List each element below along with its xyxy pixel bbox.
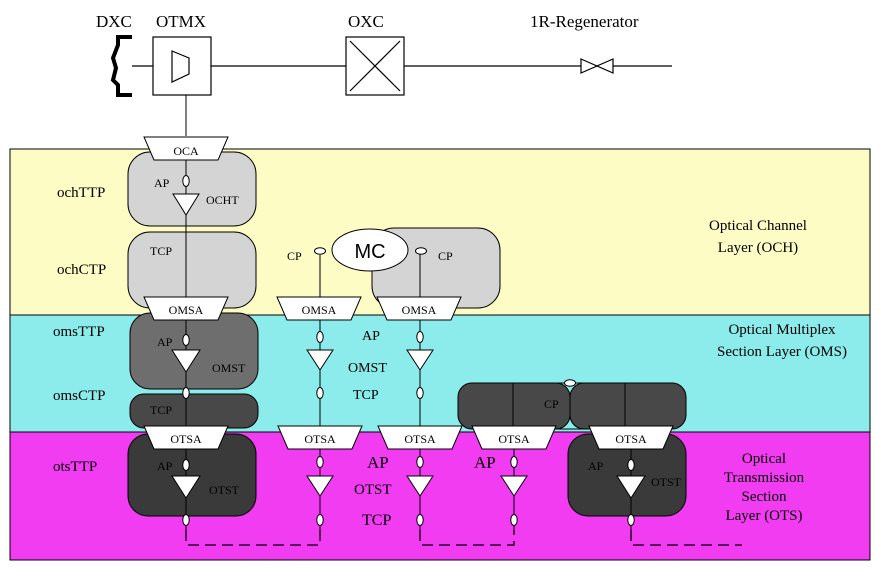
connection-point-marker bbox=[182, 514, 190, 526]
access-point-marker bbox=[182, 459, 190, 471]
otsa-function: OTSA bbox=[277, 425, 363, 450]
ots-layer-name: Layer (OTS) bbox=[725, 508, 802, 524]
tcp-label: TCP bbox=[150, 244, 172, 258]
connection-point-marker bbox=[564, 379, 576, 387]
otst-label: OTST bbox=[354, 482, 392, 498]
otst-label: OTST bbox=[209, 483, 240, 497]
ap-label: AP bbox=[474, 453, 496, 472]
ap-label: AP bbox=[157, 335, 173, 349]
dxc-label: DXC bbox=[96, 12, 132, 31]
svg-text:OCA: OCA bbox=[173, 144, 199, 158]
cp-label: CP bbox=[287, 249, 302, 263]
access-point-marker bbox=[416, 331, 424, 343]
svg-text:OMSA: OMSA bbox=[402, 303, 437, 317]
regenerator-label: 1R-Regenerator bbox=[530, 12, 639, 31]
otst-function bbox=[306, 475, 334, 497]
mc-label: MC bbox=[354, 241, 385, 263]
otst-label: OTST bbox=[651, 475, 682, 489]
ocht-function bbox=[172, 193, 200, 216]
svg-text:OTSA: OTSA bbox=[304, 432, 336, 446]
cross-icon bbox=[349, 40, 401, 92]
oms-cp-box-right bbox=[569, 382, 687, 430]
connection-point-marker bbox=[182, 387, 190, 399]
access-point-marker bbox=[510, 456, 518, 468]
svg-text:OMSA: OMSA bbox=[302, 303, 337, 317]
omst-label: OMST bbox=[348, 361, 387, 376]
access-point-marker bbox=[182, 334, 190, 346]
otsa-function: OTSA bbox=[143, 425, 229, 450]
omsa-function: OMSA bbox=[376, 296, 462, 321]
och-ctp-label: ochCTP bbox=[57, 262, 106, 278]
fibre-link-dashed bbox=[185, 530, 321, 546]
otst-function bbox=[616, 475, 646, 499]
omst-function bbox=[171, 349, 201, 373]
ap-label: AP bbox=[367, 453, 389, 472]
regenerator-symbol bbox=[580, 58, 614, 74]
cp-label: CP bbox=[438, 249, 453, 263]
mux-icon bbox=[171, 50, 190, 83]
omsa-function: OMSA bbox=[143, 296, 229, 321]
access-point-marker bbox=[416, 456, 424, 468]
ots-layer-name: Section bbox=[742, 489, 787, 505]
otsa-function: OTSA bbox=[588, 425, 674, 450]
oms-layer-name: Section Layer (OMS) bbox=[717, 344, 847, 360]
oxc-label: OXC bbox=[348, 12, 384, 31]
svg-text:OTSA: OTSA bbox=[170, 432, 202, 446]
ap-label: AP bbox=[362, 329, 380, 344]
tcp-label: TCP bbox=[353, 388, 379, 403]
tcp-label: TCP bbox=[150, 403, 172, 417]
svg-text:OTSA: OTSA bbox=[615, 432, 647, 446]
dxc-symbol bbox=[110, 35, 132, 97]
matrix-connection-oval bbox=[331, 228, 409, 272]
och-layer-name: Optical Channel bbox=[709, 218, 807, 234]
connection-point-marker bbox=[416, 387, 424, 399]
ots-layer-name: Optical bbox=[742, 451, 786, 467]
oms-ctp-label: omsCTP bbox=[53, 388, 106, 404]
oms-ttp-label: omsTTP bbox=[53, 324, 105, 340]
och-layer-name: Layer (OCH) bbox=[718, 240, 798, 256]
access-point-marker bbox=[182, 175, 190, 187]
och-ttp-label: ochTTP bbox=[57, 185, 105, 201]
oca-function: OCA bbox=[143, 136, 229, 161]
otsa-function: OTSA bbox=[471, 425, 557, 450]
connection-point-marker bbox=[416, 514, 424, 526]
fibre-link-dashed bbox=[419, 530, 515, 546]
connection-point-marker bbox=[316, 387, 324, 399]
svg-text:OTSA: OTSA bbox=[498, 432, 530, 446]
och-ttp-box bbox=[127, 151, 257, 227]
ap-label: AP bbox=[157, 459, 173, 473]
ocht-label: OCHT bbox=[206, 193, 239, 207]
connection-point-marker bbox=[627, 514, 635, 526]
otst-function bbox=[171, 475, 201, 499]
svg-text:OTSA: OTSA bbox=[404, 432, 436, 446]
ots-ttp-label: otsTTP bbox=[53, 459, 97, 475]
access-point-marker bbox=[627, 459, 635, 471]
connection-point-marker bbox=[510, 514, 518, 526]
connection-point-marker bbox=[314, 247, 326, 255]
otst-function bbox=[500, 475, 528, 497]
otmx-box bbox=[152, 36, 212, 96]
access-point-marker bbox=[316, 456, 324, 468]
fibre-link-dashed bbox=[630, 530, 742, 546]
otmx-label: OTMX bbox=[156, 12, 206, 31]
ap-label: AP bbox=[154, 176, 170, 190]
connection-point-marker bbox=[415, 247, 427, 255]
oms-layer-name: Optical Multiplex bbox=[728, 322, 836, 338]
otst-function bbox=[406, 475, 434, 497]
omst-label: OMST bbox=[212, 361, 246, 375]
omst-function bbox=[406, 349, 434, 371]
svg-text:OMSA: OMSA bbox=[169, 303, 204, 317]
tcp-label: TCP bbox=[362, 512, 391, 529]
omst-function bbox=[306, 349, 334, 371]
ap-label: AP bbox=[588, 459, 604, 473]
access-point-marker bbox=[316, 331, 324, 343]
otsa-function: OTSA bbox=[377, 425, 463, 450]
connection-point-marker bbox=[316, 514, 324, 526]
ots-layer-name: Transmission bbox=[724, 470, 805, 486]
cp-label: CP bbox=[544, 397, 559, 411]
omsa-function: OMSA bbox=[276, 296, 362, 321]
